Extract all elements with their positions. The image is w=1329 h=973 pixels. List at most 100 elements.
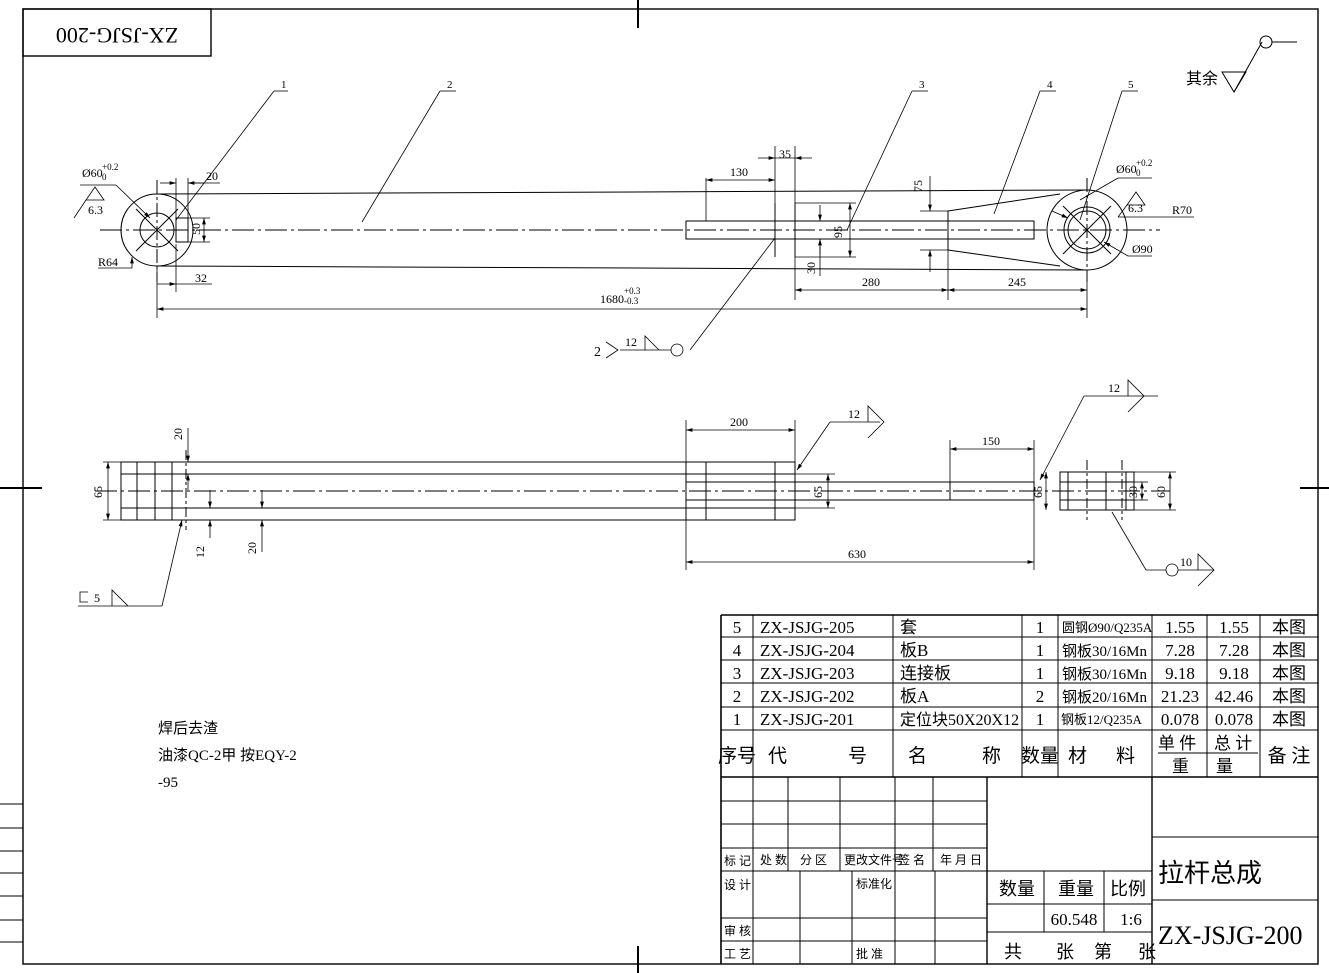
- svg-text:总 计: 总 计: [1214, 734, 1252, 753]
- svg-text:数量: 数量: [999, 879, 1035, 899]
- svg-text:-0.3: -0.3: [624, 296, 639, 306]
- bom-table-lines: [720, 614, 1318, 964]
- svg-text:+0.3: +0.3: [624, 286, 641, 296]
- svg-text:130: 130: [730, 165, 748, 179]
- svg-text:审 核: 审 核: [724, 923, 751, 938]
- svg-text:30: 30: [1126, 486, 1140, 498]
- svg-text:6.3: 6.3: [1128, 201, 1143, 215]
- svg-text:6.3: 6.3: [88, 203, 103, 217]
- svg-text:65: 65: [811, 486, 825, 498]
- bom-rows: 5 ZX-JSJG-205 套 1 圆钢Ø90/Q235A 1.55 1.55 …: [733, 618, 1306, 729]
- bottom-labels: 20 65 12 20 200 65 630 150 65 30 60 12 1…: [91, 381, 1192, 605]
- bom-row: 5 ZX-JSJG-205 套 1 圆钢Ø90/Q235A 1.55 1.55 …: [733, 618, 1306, 637]
- svg-text:0: 0: [1136, 168, 1141, 178]
- svg-text:R64: R64: [98, 255, 118, 269]
- svg-text:9.18: 9.18: [1219, 664, 1249, 683]
- svg-text:序号: 序号: [718, 745, 756, 767]
- svg-text:60: 60: [1154, 486, 1168, 498]
- svg-text:3: 3: [919, 79, 925, 91]
- svg-text:2: 2: [733, 687, 742, 706]
- drawing-name: 拉杆总成: [1158, 859, 1262, 888]
- title-block-text: 标 记 处 数 分 区 更改文件号 签 名 年 月 日 设 计 标准化 审 核 …: [724, 852, 1302, 962]
- bottom-dims: [78, 379, 1215, 607]
- plate-a-upper: [120, 461, 796, 475]
- svg-text:本图: 本图: [1272, 687, 1306, 706]
- svg-text:1: 1: [1036, 664, 1045, 683]
- svg-text:材: 材: [1068, 745, 1087, 767]
- svg-text:50: 50: [189, 223, 203, 235]
- svg-text:0.078: 0.078: [1161, 710, 1199, 729]
- svg-text:12: 12: [625, 335, 637, 349]
- svg-text:连接板: 连接板: [900, 664, 951, 683]
- svg-text:630: 630: [848, 547, 866, 561]
- svg-text:号: 号: [848, 746, 867, 767]
- svg-text:95: 95: [831, 226, 845, 238]
- svg-text:65: 65: [91, 486, 105, 498]
- top-dims: [73, 90, 1194, 359]
- svg-text:圆钢Ø90/Q235A: 圆钢Ø90/Q235A: [1062, 620, 1153, 635]
- title-block-lines: [721, 777, 1318, 964]
- svg-text:标 记: 标 记: [724, 854, 751, 868]
- svg-text:设 计: 设 计: [724, 878, 751, 892]
- svg-text:12: 12: [1108, 381, 1120, 395]
- svg-text:钢板20/16Mn: 钢板20/16Mn: [1062, 688, 1148, 706]
- svg-text:200: 200: [730, 415, 748, 429]
- svg-text:钢板12/Q235A: 钢板12/Q235A: [1061, 712, 1143, 727]
- svg-text:油漆QC-2甲 按EQY-2: 油漆QC-2甲 按EQY-2: [158, 747, 297, 764]
- svg-text:重量: 重量: [1058, 879, 1094, 899]
- svg-text:更改文件号: 更改文件号: [844, 852, 904, 867]
- technical-notes: 焊后去渣 油漆QC-2甲 按EQY-2 -95: [158, 720, 297, 791]
- svg-text:2: 2: [594, 345, 601, 360]
- svg-text:本图: 本图: [1272, 710, 1306, 729]
- svg-text:备 注: 备 注: [1268, 745, 1311, 767]
- svg-text:Ø90: Ø90: [1132, 242, 1153, 256]
- svg-text:分 区: 分 区: [800, 853, 827, 867]
- svg-text:本图: 本图: [1272, 618, 1306, 637]
- svg-text:批 准: 批 准: [856, 946, 883, 961]
- svg-text:钢板30/16Mn: 钢板30/16Mn: [1062, 642, 1148, 660]
- svg-text:75: 75: [911, 180, 925, 192]
- svg-text:共: 共: [1004, 942, 1022, 962]
- svg-text:5: 5: [733, 618, 742, 637]
- svg-text:+0.2: +0.2: [102, 162, 118, 172]
- plate-a-lower: [120, 507, 796, 521]
- svg-text:名: 名: [908, 745, 927, 767]
- drawing-code: ZX-JSJG-200: [1158, 921, 1302, 950]
- svg-text:ZX-JSJG-201: ZX-JSJG-201: [760, 710, 854, 729]
- svg-text:12: 12: [848, 407, 860, 421]
- svg-text:35: 35: [779, 147, 791, 161]
- drawing-code-rotated: ZX-JSJG-200: [56, 23, 178, 48]
- svg-text:3: 3: [733, 664, 742, 683]
- svg-text:0: 0: [102, 172, 107, 182]
- svg-text:1680: 1680: [600, 292, 624, 306]
- svg-text:张: 张: [1056, 942, 1074, 962]
- svg-text:本图: 本图: [1272, 664, 1306, 683]
- svg-text:2: 2: [1036, 687, 1045, 706]
- svg-text:9.18: 9.18: [1165, 664, 1195, 683]
- svg-text:焊后去渣: 焊后去渣: [158, 720, 218, 737]
- svg-text:数量: 数量: [1021, 745, 1059, 767]
- svg-text:5: 5: [94, 591, 100, 605]
- svg-text:套: 套: [900, 618, 917, 637]
- bom-row: 1 ZX-JSJG-201 定位块50X20X12 1 钢板12/Q235A 0…: [733, 710, 1306, 729]
- bom-header: 序号 代 号 名 称 数量 材 料 单 件 重 总 计 量 备 注: [718, 734, 1310, 776]
- svg-text:Ø60: Ø60: [1116, 162, 1137, 176]
- svg-text:标准化: 标准化: [856, 877, 892, 891]
- svg-text:工 艺: 工 艺: [724, 947, 751, 961]
- svg-text:重: 重: [1172, 757, 1189, 776]
- svg-text:本图: 本图: [1272, 641, 1306, 660]
- svg-text:处 数: 处 数: [760, 852, 787, 867]
- roughness-rest-label: 其余: [1186, 69, 1218, 88]
- svg-text:板A: 板A: [900, 687, 930, 706]
- bom-row: 4 ZX-JSJG-204 板B 1 钢板30/16Mn 7.28 7.28 本…: [733, 641, 1306, 660]
- svg-text:ZX-JSJG-205: ZX-JSJG-205: [760, 618, 854, 637]
- svg-text:4: 4: [733, 641, 742, 660]
- svg-text:+0.2: +0.2: [1136, 158, 1152, 168]
- svg-text:ZX-JSJG-204: ZX-JSJG-204: [760, 641, 855, 660]
- svg-text:21.23: 21.23: [1161, 687, 1199, 706]
- svg-text:1: 1: [1036, 710, 1045, 729]
- svg-text:20: 20: [245, 542, 259, 554]
- svg-text:32: 32: [195, 271, 207, 285]
